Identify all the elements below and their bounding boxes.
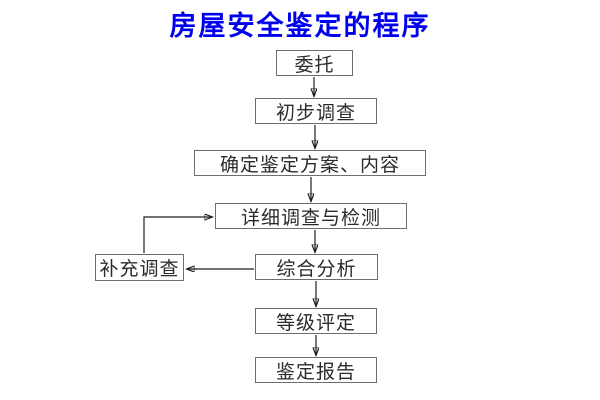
diagram-title: 房屋安全鉴定的程序 xyxy=(169,11,431,41)
flow-node-supplement-label: 补充调查 xyxy=(99,259,180,280)
flow-node-analysis-label: 综合分析 xyxy=(276,258,357,280)
flow-node-report: 鉴定报告 xyxy=(255,357,377,383)
flow-node-grading-label: 等级评定 xyxy=(275,312,356,334)
flow-node-detailed: 详细调查与检测 xyxy=(215,203,407,229)
flow-node-entrust: 委托 xyxy=(276,50,353,76)
flow-node-detailed-label: 详细调查与检测 xyxy=(240,207,381,229)
arrow-supplement-to-detailed xyxy=(143,217,212,253)
flow-node-preliminary: 初步调查 xyxy=(255,98,377,124)
flow-node-analysis: 综合分析 xyxy=(255,254,378,280)
flow-node-plan-label: 确定鉴定方案、内容 xyxy=(219,154,400,176)
flow-node-grading: 等级评定 xyxy=(255,308,377,334)
flow-node-report-label: 鉴定报告 xyxy=(275,361,356,383)
flow-node-entrust-label: 委托 xyxy=(294,54,335,76)
flow-node-supplement: 补充调查 xyxy=(95,254,184,281)
flow-node-preliminary-label: 初步调查 xyxy=(275,102,356,124)
flow-node-plan: 确定鉴定方案、内容 xyxy=(194,150,426,176)
